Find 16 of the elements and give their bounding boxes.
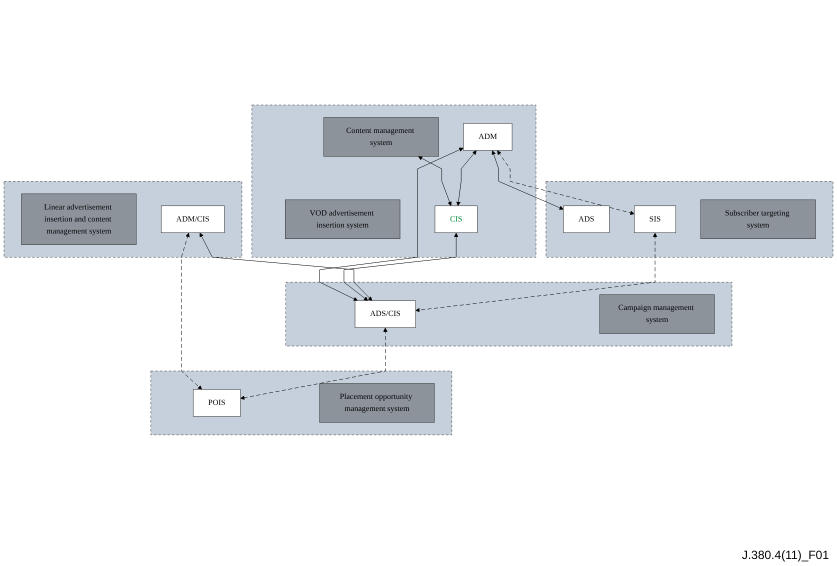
arrow xyxy=(418,156,452,206)
arrow xyxy=(497,150,634,216)
arrow xyxy=(456,150,477,206)
arrow xyxy=(200,232,372,301)
cluster xyxy=(252,104,536,258)
arrow xyxy=(415,232,658,312)
arrow xyxy=(492,150,564,210)
arrow xyxy=(344,232,458,301)
cluster xyxy=(150,370,452,436)
cluster xyxy=(546,181,834,258)
arrow xyxy=(181,232,202,390)
cluster xyxy=(286,282,732,346)
figure-id: J.380.4(11)_F01 xyxy=(742,548,829,562)
arrow xyxy=(319,148,464,301)
arrow xyxy=(240,328,388,400)
cluster xyxy=(4,181,242,258)
